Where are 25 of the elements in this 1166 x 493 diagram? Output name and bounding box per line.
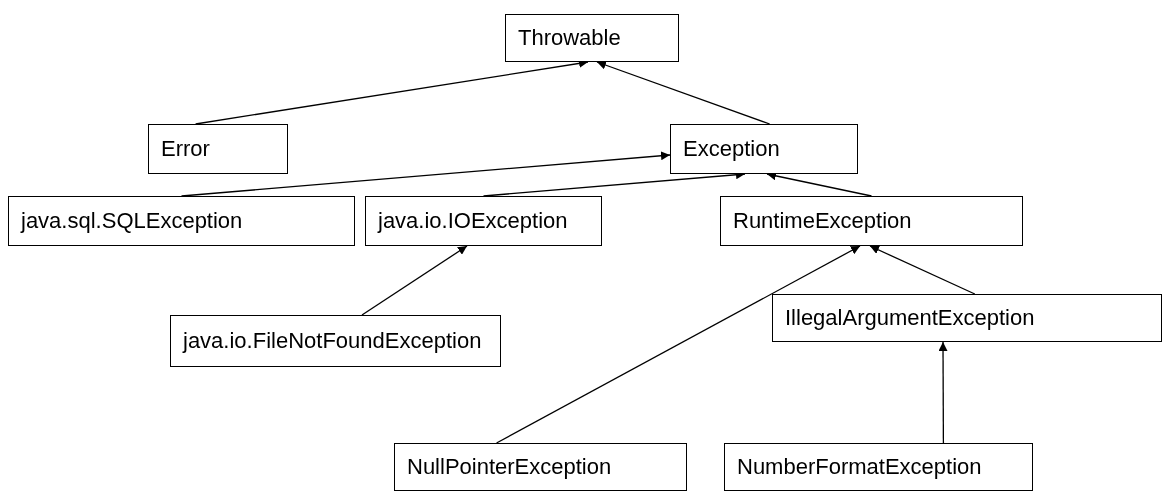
class-box xyxy=(148,124,288,174)
class-name: NumberFormatException xyxy=(737,454,982,480)
class-name: RuntimeException xyxy=(733,208,912,234)
class-box xyxy=(365,196,602,246)
class-name: Error xyxy=(161,136,210,162)
class-box xyxy=(8,196,355,246)
class-box xyxy=(724,443,1033,491)
inheritance-arrow xyxy=(938,341,948,444)
class-name: IllegalArgumentException xyxy=(785,305,1035,331)
class-name: NullPointerException xyxy=(407,454,612,480)
class-box xyxy=(394,443,687,491)
class-name: java.sql.SQLException xyxy=(21,208,243,234)
class-name: java.io.FileNotFoundException xyxy=(183,328,482,354)
inheritance-arrow xyxy=(361,245,468,316)
inheritance-arrow xyxy=(596,60,771,125)
inheritance-arrow xyxy=(495,245,861,444)
class-box xyxy=(170,315,501,367)
class-name: java.io.IOException xyxy=(378,208,568,234)
class-name: Exception xyxy=(683,136,780,162)
class-box xyxy=(670,124,858,174)
inheritance-arrow xyxy=(869,245,976,295)
class-box xyxy=(772,294,1162,342)
class-name: Throwable xyxy=(518,25,621,51)
class-box xyxy=(505,14,679,62)
class-box xyxy=(720,196,1023,246)
